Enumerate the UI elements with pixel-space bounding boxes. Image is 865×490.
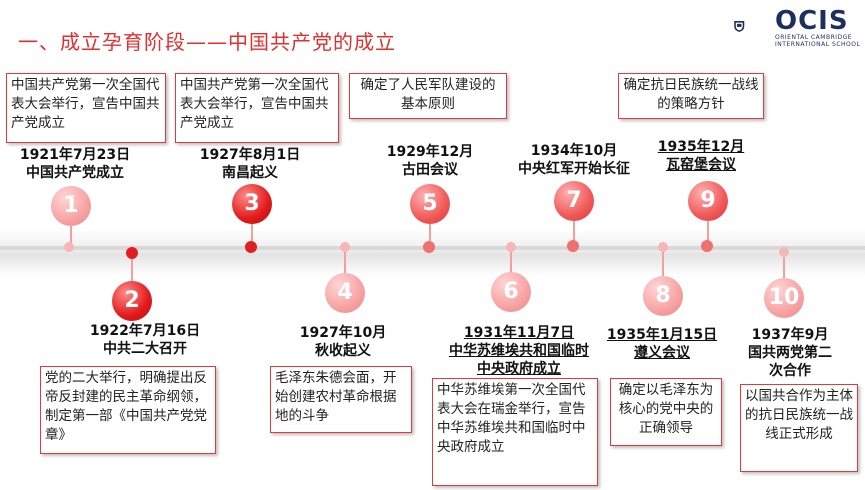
event-8-desc: 确定以毛泽东为核心的党中央的正确领导 xyxy=(610,378,722,446)
event-8-name: 遵义会议 xyxy=(634,345,690,361)
event-1-desc: 中国共产党第一次全国代表大会举行，宣告中国共产党成立 xyxy=(6,73,166,143)
event-10-marker[interactable]: 10 xyxy=(764,278,804,318)
event-3-desc: 中国共产党第一次全国代表大会举行，宣告中国共产党成立 xyxy=(175,73,339,143)
event-5-dot xyxy=(423,241,435,253)
event-8-date: 1935年1月15日 xyxy=(606,327,718,343)
event-6-desc: 中华苏维埃第一次全国代表大会在瑞金举行，宣告中华苏维埃共和国临时中央政府成立 xyxy=(432,378,598,486)
event-10-label: 1937年9月 国共两党第二次合作 xyxy=(742,326,838,380)
event-9-label: 1935年12月 瓦窑堡会议 xyxy=(646,138,756,174)
event-1-stem xyxy=(70,226,72,246)
event-3-name: 南昌起义 xyxy=(222,165,278,181)
event-2-marker[interactable]: 2 xyxy=(112,281,152,321)
event-1-date: 1921年7月23日 xyxy=(19,147,131,163)
event-5-name: 古田会议 xyxy=(402,162,458,178)
event-6-dot xyxy=(506,242,516,252)
school-logo-sub2: INTERNATIONAL SCHOOL xyxy=(775,41,861,48)
event-10-dot xyxy=(779,247,789,257)
event-6-label: 1931年11月7日 中华苏维埃共和国临时中央政府成立 xyxy=(444,324,594,378)
event-8-label: 1935年1月15日 遵义会议 xyxy=(606,326,718,362)
event-9-dot xyxy=(701,240,713,252)
event-4-date: 1927年10月 xyxy=(299,325,387,341)
event-10-desc: 以国共合作为主体的抗日民族统一战线正式形成 xyxy=(740,384,858,472)
school-logo-text: OCIS xyxy=(775,6,849,36)
event-8-stem xyxy=(662,252,664,276)
event-3-date: 1927年8月1日 xyxy=(199,147,301,163)
event-4-stem xyxy=(344,252,346,276)
event-2-dot xyxy=(126,247,138,259)
event-6-marker[interactable]: 6 xyxy=(491,272,531,312)
event-5-label: 1929年12月 古田会议 xyxy=(370,143,490,179)
event-10-date: 1937年9月 xyxy=(751,327,829,343)
event-9-desc: 确定抗日民族统一战线的策略方针 xyxy=(618,73,764,119)
event-4-name: 秋收起义 xyxy=(315,343,371,359)
event-8-marker[interactable]: 8 xyxy=(643,276,683,316)
event-6-stem xyxy=(510,252,512,274)
event-7-stem xyxy=(573,221,575,243)
event-5-marker[interactable]: 5 xyxy=(410,184,450,224)
event-6-name: 中华苏维埃共和国临时中央政府成立 xyxy=(449,343,589,377)
event-5-stem xyxy=(429,224,431,244)
event-7-marker[interactable]: 7 xyxy=(554,181,594,221)
event-7-dot xyxy=(567,240,579,252)
event-3-dot xyxy=(245,241,257,253)
event-2-stem xyxy=(131,259,133,283)
event-10-stem xyxy=(783,257,785,279)
event-5-date: 1929年12月 xyxy=(386,144,474,160)
timeline-band xyxy=(0,228,865,276)
page-title: 一、成立孕育阶段——中国共产党的成立 xyxy=(18,30,396,54)
school-logo-sub1: ORIENTAL CAMBRIDGE xyxy=(775,34,853,41)
event-3-marker[interactable]: 3 xyxy=(232,184,272,224)
event-2-label: 1922年7月16日 中共二大召开 xyxy=(80,322,210,358)
event-4-desc: 毛泽东朱德会面，开始创建农村革命根据地的斗争 xyxy=(270,366,412,433)
event-1-marker[interactable]: 1 xyxy=(51,186,91,226)
event-9-name: 瓦窑堡会议 xyxy=(666,157,736,173)
event-4-marker[interactable]: 4 xyxy=(325,273,365,313)
event-1-label: 1921年7月23日 中国共产党成立 xyxy=(10,146,140,182)
event-8-dot xyxy=(658,242,668,252)
event-9-date: 1935年12月 xyxy=(657,139,745,155)
school-crest-icon xyxy=(734,21,745,32)
event-4-label: 1927年10月 秋收起义 xyxy=(283,324,403,360)
event-7-date: 1934年10月 xyxy=(530,143,618,159)
event-1-name: 中国共产党成立 xyxy=(26,165,124,181)
event-1-dot xyxy=(64,242,74,252)
event-6-date: 1931年11月7日 xyxy=(463,325,575,341)
event-3-stem xyxy=(251,224,253,246)
event-7-label: 1934年10月 中央红军开始长征 xyxy=(508,142,640,178)
event-2-date: 1922年7月16日 xyxy=(89,323,201,339)
event-7-name: 中央红军开始长征 xyxy=(518,161,630,177)
event-10-name: 国共两党第二次合作 xyxy=(748,345,832,379)
event-4-dot xyxy=(340,242,350,252)
event-2-name: 中共二大召开 xyxy=(103,341,187,357)
event-2-desc: 党的二大举行，明确提出反帝反封建的民主革命纲领，制定第一部《中国共产党党章》 xyxy=(40,366,216,454)
event-5-desc: 确定了人民军队建设的基本原则 xyxy=(349,73,507,119)
event-9-marker[interactable]: 9 xyxy=(688,181,728,221)
event-9-stem xyxy=(707,221,709,243)
event-3-label: 1927年8月1日 南昌起义 xyxy=(190,146,310,182)
